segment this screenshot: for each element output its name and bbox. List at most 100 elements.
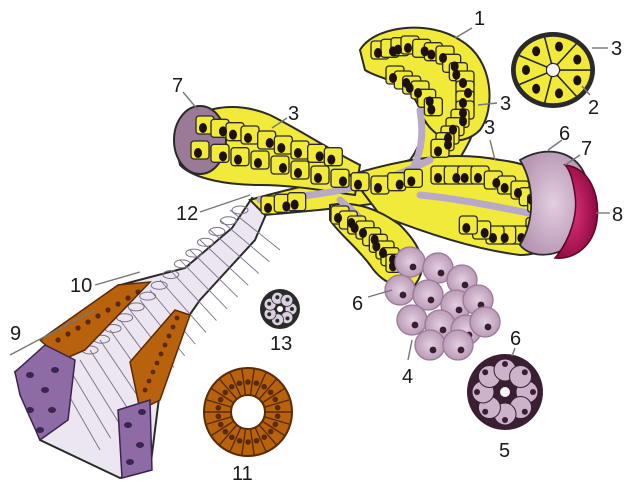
mucous-nucleus	[438, 270, 445, 277]
serous-nucleus	[462, 223, 470, 233]
mucous-nucleus	[412, 322, 419, 329]
serous-nucleus	[489, 233, 497, 243]
stratified-nucleus	[126, 459, 134, 465]
serous-nucleus	[219, 151, 227, 161]
striated-ring-nucleus	[272, 397, 278, 403]
stratified-nucleus	[124, 422, 132, 428]
serous-nucleus	[407, 176, 415, 186]
stratified-nucleus	[138, 409, 146, 415]
serous-nucleus	[434, 173, 442, 183]
mucous-nucleus	[456, 307, 463, 314]
striated-ring-nucleus	[268, 429, 274, 435]
serous-nucleus	[452, 173, 460, 183]
striated-nucleus	[135, 289, 140, 294]
striated-nucleus	[105, 307, 110, 312]
stratified-nucleus	[26, 372, 34, 378]
stratified-nucleus	[36, 427, 44, 433]
serous-nucleus	[427, 105, 435, 115]
label-2: 2	[588, 97, 599, 119]
label-9: 9	[10, 323, 21, 345]
striated-ring-nucleus	[223, 429, 229, 435]
label-8: 8	[612, 204, 623, 226]
striated-nucleus	[171, 325, 176, 330]
serous-nucleus	[244, 133, 252, 143]
label-3-top-right: 3	[611, 38, 622, 60]
striated-ring-nucleus	[245, 439, 251, 445]
serous-nucleus	[254, 158, 262, 168]
intercalated-nucleus	[285, 316, 289, 320]
intercalated-nucleus	[267, 312, 271, 316]
stratified-nucleus	[136, 442, 144, 448]
serous-nucleus	[434, 146, 442, 156]
leader-4	[408, 340, 412, 360]
label-1: 1	[474, 8, 485, 30]
mucous-section-nucleus	[522, 409, 528, 415]
label-6-mid: 6	[352, 293, 363, 315]
serous-nucleus	[374, 183, 382, 193]
intercalated-nucleus	[267, 302, 271, 306]
intercalated-nucleus	[285, 298, 289, 302]
serous-nucleus	[199, 123, 207, 133]
striated-nucleus	[85, 319, 90, 324]
serous-wedge-nucleus	[532, 46, 540, 56]
mucous-nucleus	[430, 347, 437, 354]
label-13: 13	[270, 333, 292, 355]
striated-ring-nucleus	[275, 405, 281, 411]
serous-nucleus	[439, 53, 447, 63]
striated-nucleus	[175, 316, 180, 321]
striated-ring-nucleus	[218, 397, 224, 403]
serous-nucleus	[266, 138, 274, 148]
serous-nucleus	[264, 203, 272, 213]
mucous-section-nucleus	[474, 389, 480, 395]
striated-lumen	[231, 395, 265, 429]
serous-nucleus	[449, 125, 457, 135]
serous-nucleus	[282, 201, 290, 211]
label-7-left: 7	[172, 75, 183, 97]
intercalated-nucleus	[290, 307, 294, 311]
serous-nucleus	[396, 180, 404, 190]
striated-ring-nucleus	[268, 389, 274, 395]
striated-nucleus	[75, 325, 80, 330]
serous-wedge-nucleus	[555, 42, 563, 52]
mucous-section-nucleus	[502, 361, 508, 367]
intercalated-duct-section	[260, 289, 300, 329]
striated-ring-nucleus	[215, 405, 221, 411]
stratified-nucleus	[48, 407, 56, 413]
mucous-section-nucleus	[530, 389, 536, 395]
mucous-section-lumen	[500, 387, 510, 397]
mucous-acinus-cluster	[385, 247, 500, 360]
mucous-nucleus	[440, 327, 447, 334]
label-12: 12	[176, 203, 198, 225]
label-6-bottom: 6	[510, 328, 521, 350]
serous-nucleus	[459, 98, 467, 108]
mucous-nucleus	[428, 297, 435, 304]
serous-nucleus	[339, 176, 347, 186]
label-4: 4	[402, 366, 413, 388]
serous-nucleus	[459, 116, 467, 126]
serous-nucleus	[451, 61, 459, 71]
striated-nucleus	[159, 352, 164, 357]
mucous-nucleus	[462, 282, 469, 289]
striated-ring-nucleus	[261, 384, 267, 390]
striated-ring-nucleus	[229, 384, 235, 390]
striated-nucleus	[55, 337, 60, 342]
serous-nucleus	[359, 228, 367, 238]
serous-wedge-nucleus	[522, 65, 530, 75]
serous-nucleus	[229, 130, 237, 140]
serous-wedge-nucleus	[532, 84, 540, 94]
intercalated-nucleus	[275, 295, 279, 299]
serous-nucleus	[374, 48, 382, 58]
striated-nucleus	[143, 388, 148, 393]
serous-nucleus	[452, 70, 460, 80]
striated-duct-section	[204, 368, 292, 456]
striated-nucleus	[147, 379, 152, 384]
serous-wedge-nucleus	[573, 75, 581, 85]
mucous-section-cell	[510, 365, 532, 387]
striated-nucleus	[95, 313, 100, 318]
serous-nucleus	[277, 143, 285, 153]
label-3-upper: 3	[500, 93, 511, 115]
striated-nucleus	[65, 331, 70, 336]
serous-nucleus	[314, 173, 322, 183]
serous-nucleus	[461, 173, 469, 183]
